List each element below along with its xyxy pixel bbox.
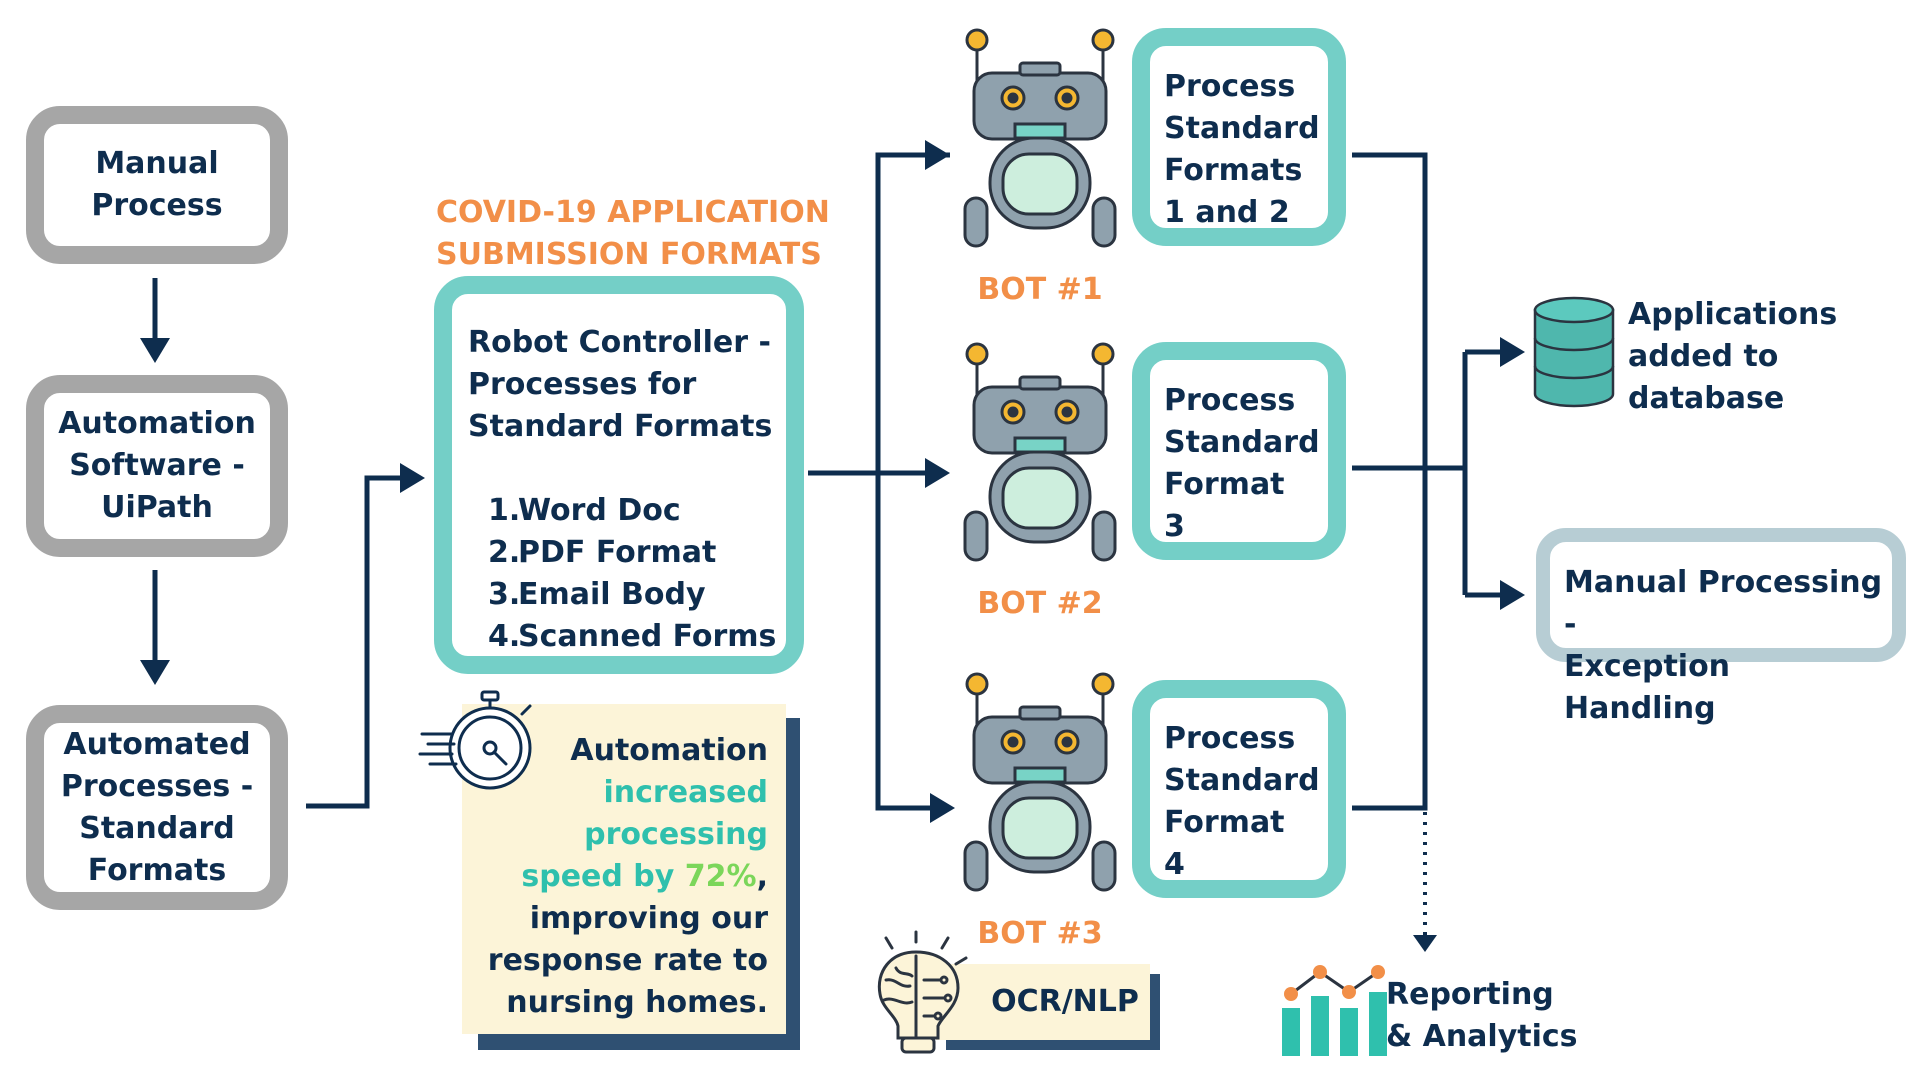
- reporting-label: Reporting & Analytics: [1386, 974, 1578, 1058]
- format-list: 1.Word Doc 2.PDF Format 3.Email Body 4.S…: [488, 490, 786, 658]
- process-line: Format: [1164, 805, 1285, 840]
- format-label: PDF Format: [518, 535, 717, 570]
- format-number: 3.: [488, 577, 521, 612]
- ocr-nlp-text: OCR/NLP: [991, 984, 1139, 1019]
- process-line: 1 and 2: [1164, 195, 1290, 230]
- automated-processes-line: Processes -: [60, 768, 254, 804]
- automated-processes-line: Formats: [87, 852, 227, 888]
- callout-speed-text: speed by: [521, 859, 685, 894]
- controller-title: Robot Controller - Processes for Standar…: [468, 322, 786, 448]
- manual-process-line: Manual: [95, 146, 219, 181]
- format-label: Word Doc: [518, 493, 681, 528]
- manual-process-line: Process: [91, 188, 223, 223]
- format-label: Scanned Forms: [518, 619, 777, 654]
- format-item: 2.PDF Format: [488, 532, 786, 574]
- process-line: Standard: [1164, 763, 1320, 798]
- database-label: Applications added to database: [1628, 294, 1837, 420]
- callout-line: improving our: [529, 901, 768, 936]
- callout-line: speed by 72%,: [462, 856, 768, 898]
- format-number: 2.: [488, 535, 521, 570]
- process-line: Standard: [1164, 111, 1320, 146]
- callout-comma: ,: [756, 859, 768, 894]
- database-line: Applications: [1628, 297, 1838, 332]
- format-number: 4.: [488, 619, 521, 654]
- process-box-bot-1: Process Standard Formats 1 and 2: [1132, 28, 1346, 246]
- format-item: 1.Word Doc: [488, 490, 786, 532]
- format-item: 4.Scanned Forms: [488, 616, 786, 658]
- automation-software-line: Automation: [58, 406, 256, 441]
- manual-processing-line: Manual Processing -: [1564, 565, 1883, 642]
- robot-icon: [963, 28, 1117, 248]
- manual-process-box: Manual Process: [26, 106, 288, 264]
- process-line: Formats: [1164, 153, 1303, 188]
- database-icon: [1533, 296, 1615, 408]
- process-line: Process: [1164, 383, 1296, 418]
- manual-processing-box: Manual Processing - Exception Handling: [1536, 528, 1906, 726]
- format-item: 3.Email Body: [488, 574, 786, 616]
- stopwatch-icon: [418, 690, 532, 790]
- callout-percent: 72%: [684, 859, 757, 894]
- controller-title-line: Processes for: [468, 367, 697, 402]
- robot-icon: [963, 342, 1117, 562]
- automation-software-line: Software -: [69, 448, 245, 483]
- heading-line: COVID-19 APPLICATION: [436, 195, 830, 230]
- callout-line: processing: [584, 817, 768, 852]
- process-box-bot-2: Process Standard Format 3: [1132, 342, 1346, 560]
- database-line: database: [1628, 381, 1785, 416]
- heading-line: SUBMISSION FORMATS: [436, 237, 822, 272]
- reporting-line: & Analytics: [1386, 1019, 1578, 1054]
- automated-processes-box: Automated Processes - Standard Formats: [26, 705, 288, 910]
- manual-processing-line: Exception Handling: [1564, 649, 1731, 726]
- callout-line: Automation: [570, 733, 768, 768]
- callout-line: increased: [603, 775, 769, 810]
- robot-controller-box: Robot Controller - Processes for Standar…: [434, 276, 804, 674]
- bot-1-label: BOT #1: [977, 272, 1103, 307]
- callout-line: response rate to: [487, 943, 768, 978]
- automated-processes-line: Standard: [79, 810, 235, 846]
- automation-software-line: UiPath: [101, 490, 213, 525]
- analytics-chart-icon: [1282, 965, 1387, 1056]
- automated-processes-line: Automated: [63, 726, 251, 762]
- format-number: 1.: [488, 493, 521, 528]
- process-box-bot-3: Process Standard Format 4: [1132, 680, 1346, 898]
- controller-title-line: Robot Controller -: [468, 325, 771, 360]
- process-line: 3: [1164, 509, 1185, 544]
- callout-line: nursing homes.: [506, 985, 768, 1020]
- robot-icon: [963, 672, 1117, 892]
- bot-2-label: BOT #2: [977, 586, 1103, 621]
- process-line: Format: [1164, 467, 1285, 502]
- reporting-line: Reporting: [1386, 977, 1554, 1012]
- controller-title-line: Standard Formats: [468, 409, 773, 444]
- process-line: Process: [1164, 721, 1296, 756]
- bot-3-label: BOT #3: [977, 916, 1103, 951]
- process-line: Process: [1164, 69, 1296, 104]
- automation-software-box: Automation Software - UiPath: [26, 375, 288, 557]
- process-line: 4: [1164, 847, 1185, 882]
- process-line: Standard: [1164, 425, 1320, 460]
- ocr-nlp-label: OCR/NLP: [936, 964, 1150, 1040]
- brain-bulb-icon: [877, 930, 968, 1054]
- format-label: Email Body: [518, 577, 706, 612]
- submission-formats-heading: COVID-19 APPLICATION SUBMISSION FORMATS: [436, 192, 830, 276]
- database-line: added to: [1628, 339, 1779, 374]
